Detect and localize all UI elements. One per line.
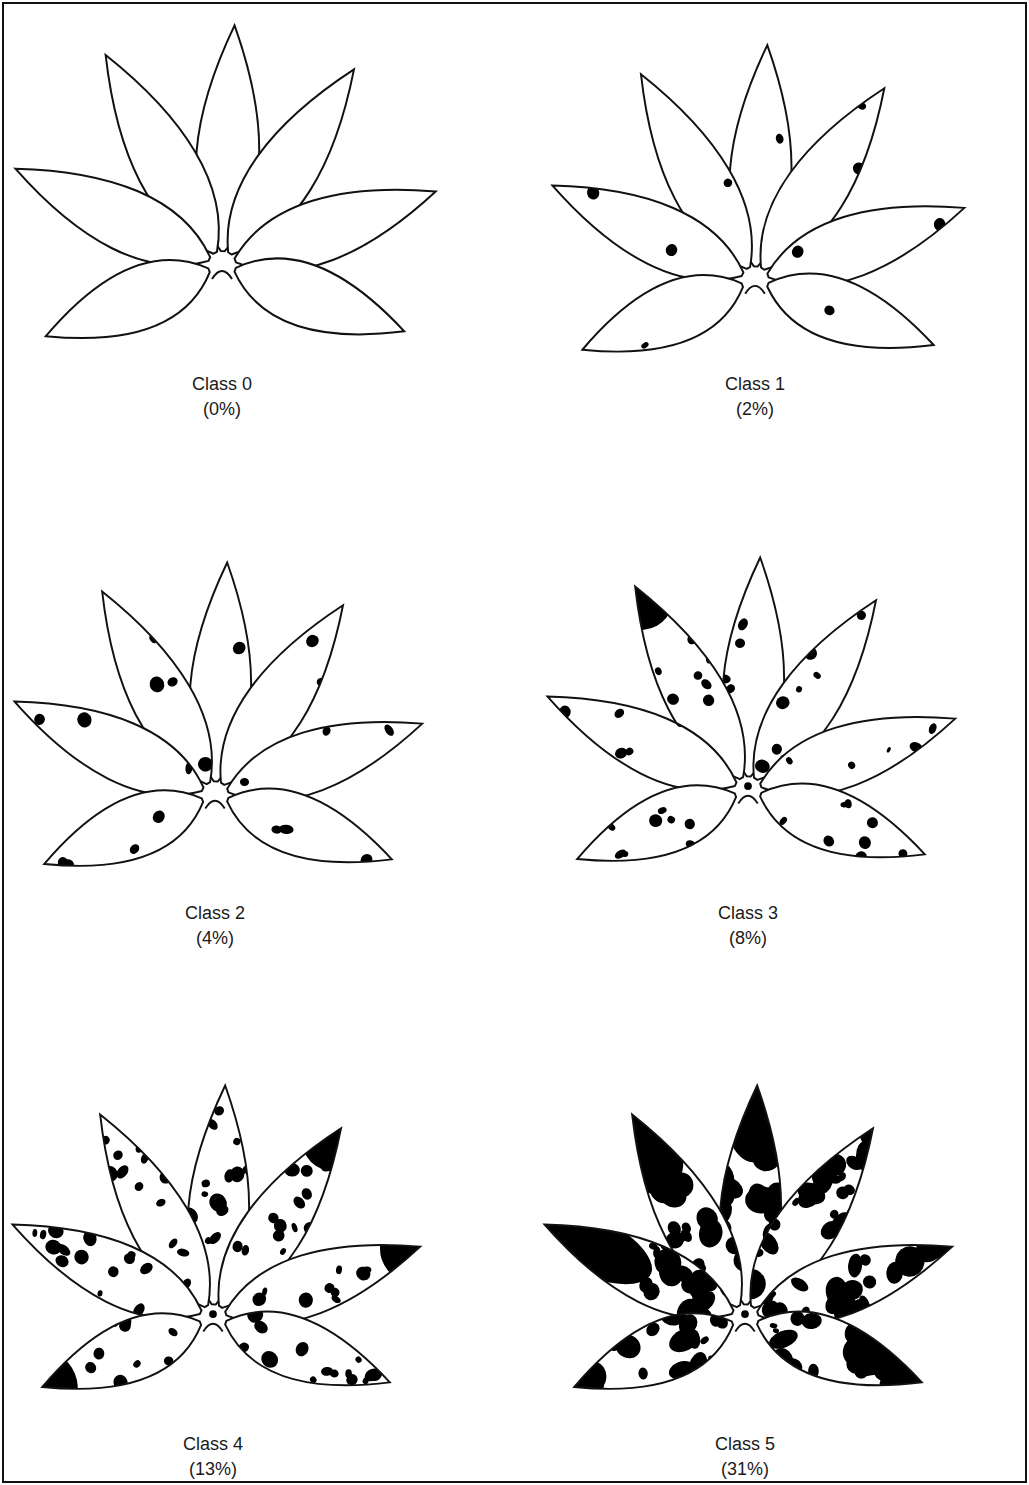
lesion-spots [639,340,650,350]
severity-percent: (31%) [719,1459,771,1481]
cassava-leaf [2,24,446,366]
lesion-spots [598,552,736,726]
severity-percent: (13%) [187,1459,239,1481]
class-label: Class 5 [713,1434,777,1456]
lesion-spots [232,1211,449,1343]
cassava-leaf [2,561,433,892]
severity-percent: (0%) [201,399,243,421]
lesion-spots [234,778,386,870]
severity-percent: (8%) [727,928,769,950]
lesion-spots [745,1205,972,1358]
lesion-spots [52,806,176,884]
severity-percent: (2%) [734,399,776,421]
class-label: Class 3 [716,903,780,925]
lesion-spots [14,1297,191,1423]
lesion-spots [722,177,734,189]
severity-percent: (4%) [194,928,236,950]
lesion-spots [230,1301,392,1409]
lesion-spots [601,792,706,880]
lesion-spots [17,1205,168,1320]
class-label: Class 2 [183,903,247,925]
lesion-spots [230,704,397,789]
lesion-spots [546,1277,748,1434]
class-label: Class 1 [723,374,787,396]
cassava-leaf [0,1083,449,1423]
class-label: Class 4 [181,1434,245,1456]
cassava-leaf [478,1050,972,1434]
cassava-leaf [534,552,965,893]
lesion-spots [574,181,689,259]
lesion-spots [823,304,837,317]
class-label: Class 0 [190,374,254,396]
lesion-spots [787,195,950,282]
lesion-spots [774,133,785,145]
cassava-leaf [539,44,974,379]
